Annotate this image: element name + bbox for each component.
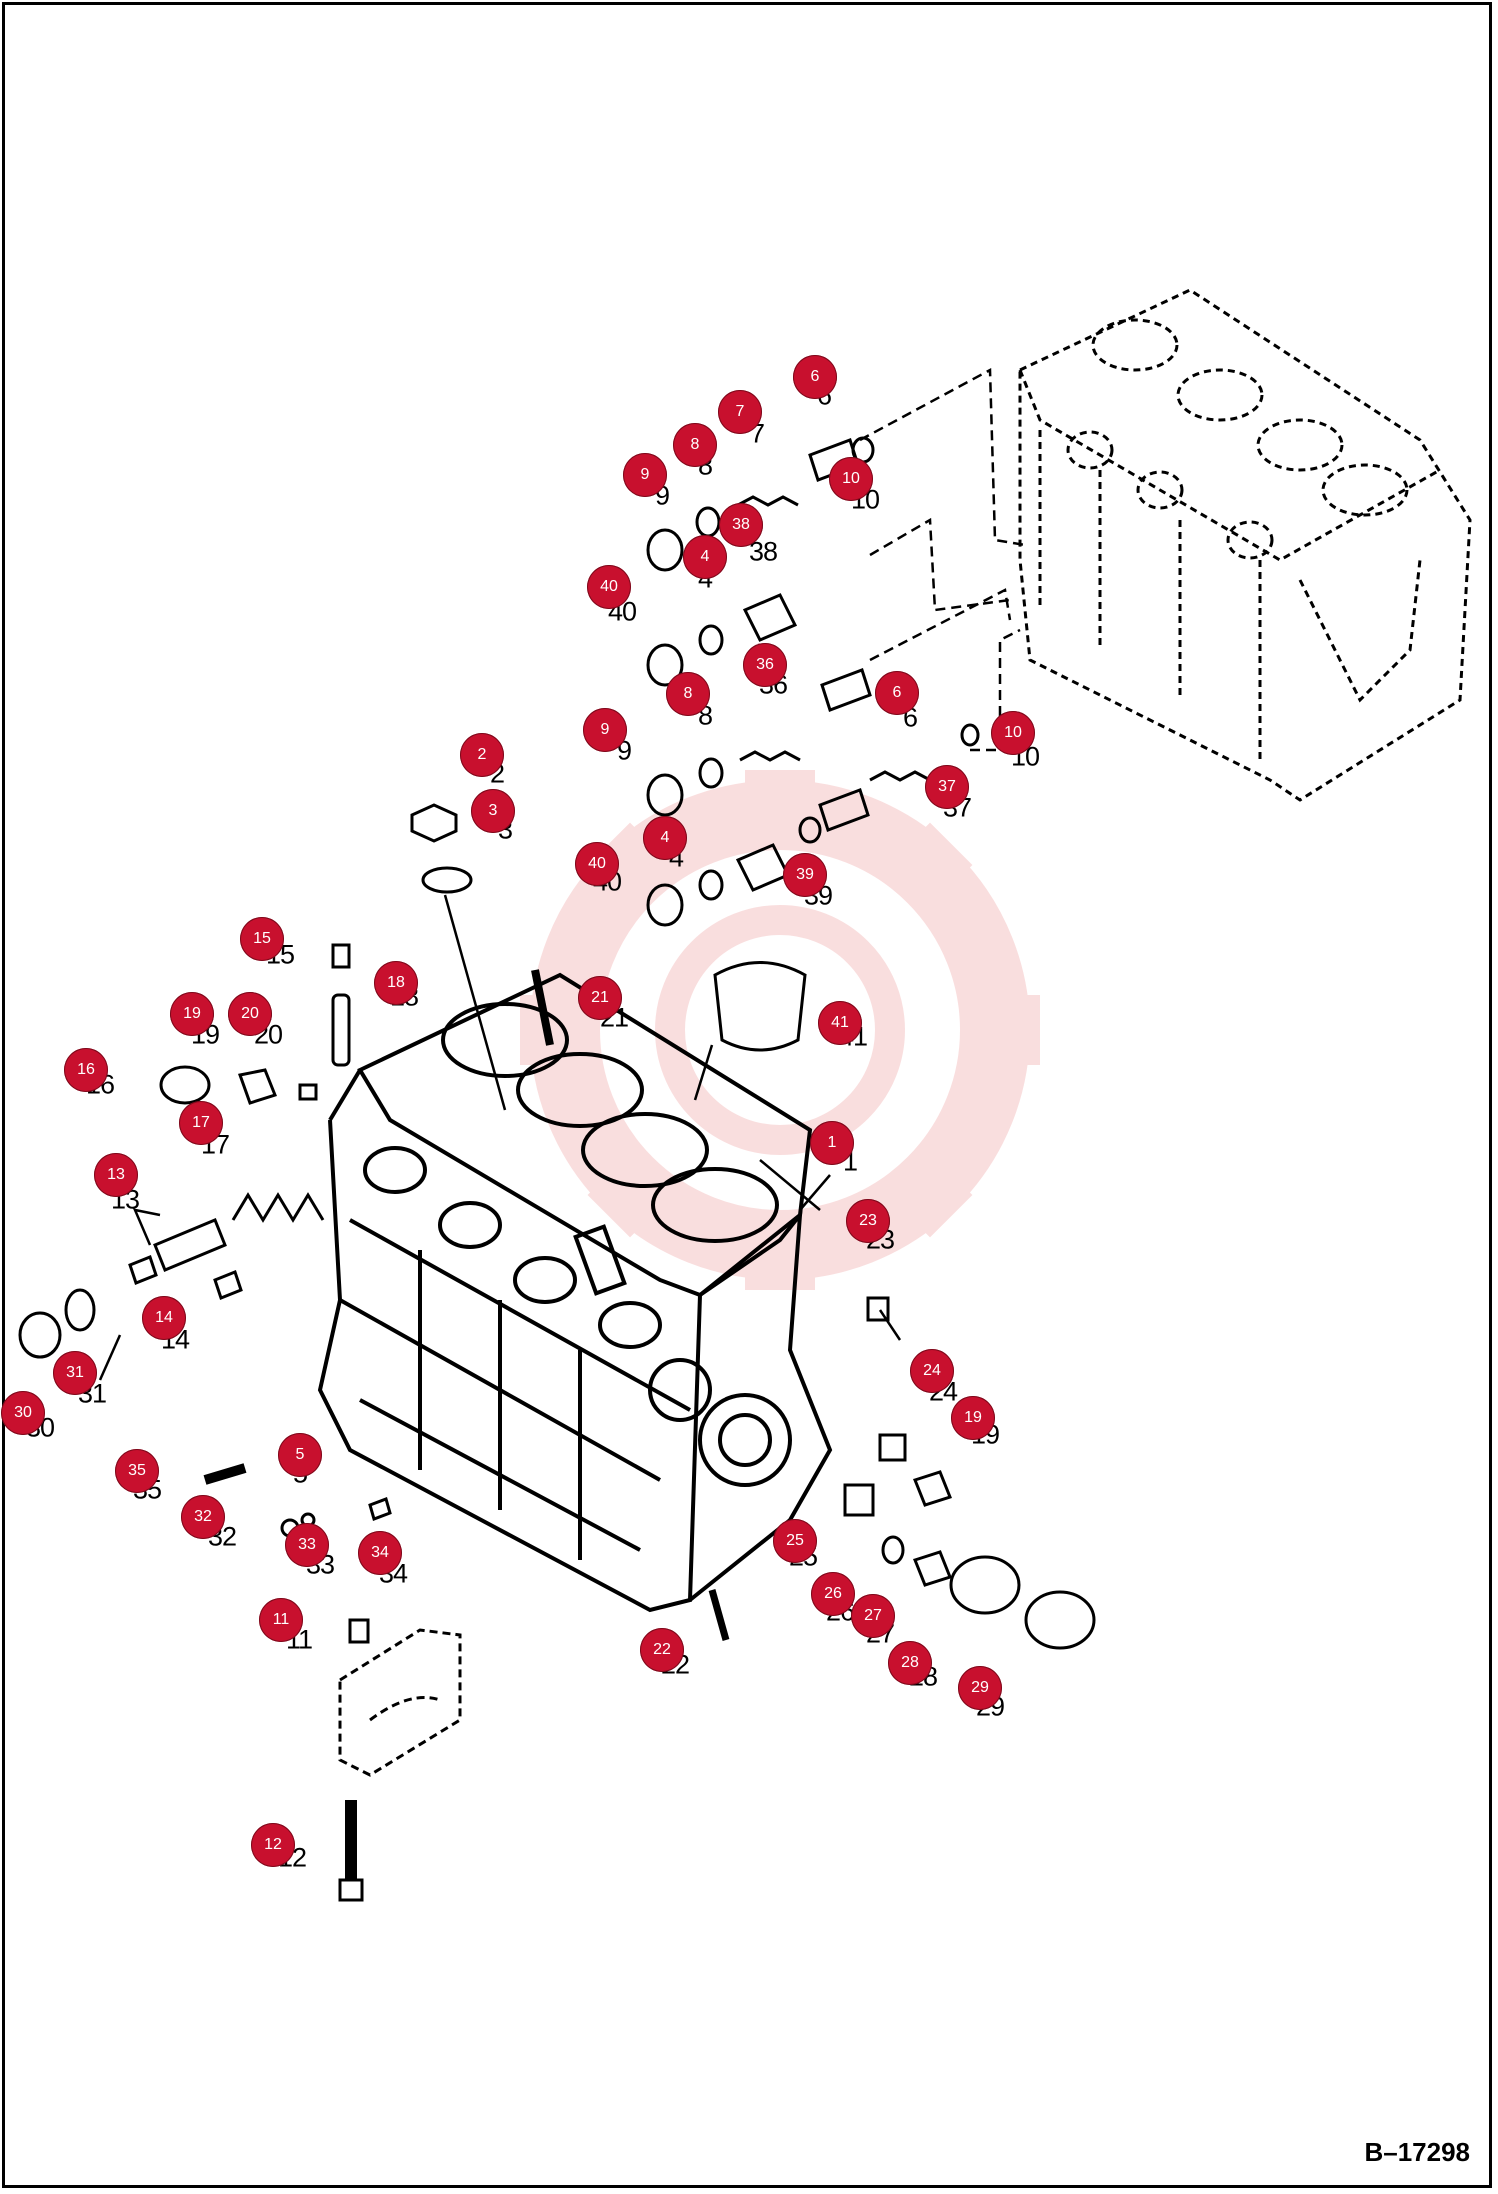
reference-engine-block [1018, 288, 1472, 802]
callout-badge-31[interactable]: 31 [53, 1351, 97, 1395]
callout-badge-16[interactable]: 16 [64, 1048, 108, 1092]
callout-badge-9b[interactable]: 9 [583, 708, 627, 752]
main-bearing-cap [338, 1628, 462, 1777]
small-parts [18, 436, 1096, 1902]
callout-badge-32[interactable]: 32 [181, 1495, 225, 1539]
leader-lines [98, 894, 902, 1381]
callout-badge-23[interactable]: 23 [846, 1199, 890, 1243]
drawing-id: B–17298 [1364, 2137, 1470, 2167]
callout-badge-34[interactable]: 34 [358, 1531, 402, 1575]
callout-badge-40b[interactable]: 40 [575, 842, 619, 886]
callout-badge-19b[interactable]: 19 [951, 1396, 995, 1440]
callout-badge-8b[interactable]: 8 [666, 672, 710, 716]
callout-badge-10b[interactable]: 10 [991, 711, 1035, 755]
callout-badge-14[interactable]: 14 [142, 1296, 186, 1340]
callout-badge-39[interactable]: 39 [783, 853, 827, 897]
main-engine-block [317, 972, 833, 1613]
callout-badge-38[interactable]: 38 [719, 503, 763, 547]
callout-badge-27[interactable]: 27 [851, 1594, 895, 1638]
reference-leader-lines [859, 367, 1026, 752]
callout-badge-5[interactable]: 5 [278, 1433, 322, 1477]
callout-badge-3[interactable]: 3 [471, 789, 515, 833]
callout-badge-19a[interactable]: 19 [170, 992, 214, 1036]
callout-badge-6a[interactable]: 6 [793, 355, 837, 399]
callout-badge-13[interactable]: 13 [94, 1153, 138, 1197]
callout-badge-2[interactable]: 2 [460, 733, 504, 777]
callout-badge-12[interactable]: 12 [251, 1823, 295, 1867]
callout-badge-6b[interactable]: 6 [875, 671, 919, 715]
callout-badge-9a[interactable]: 9 [623, 453, 667, 497]
callout-badge-29[interactable]: 29 [958, 1666, 1002, 1710]
callout-badge-22[interactable]: 22 [640, 1628, 684, 1672]
callout-badge-8a[interactable]: 8 [673, 423, 717, 467]
callout-badge-20[interactable]: 20 [228, 992, 272, 1036]
callout-badge-15[interactable]: 15 [240, 917, 284, 961]
callout-badge-40a[interactable]: 40 [587, 565, 631, 609]
callout-badge-7[interactable]: 7 [718, 390, 762, 434]
callout-badge-30[interactable]: 30 [1, 1391, 45, 1435]
callout-badge-24[interactable]: 24 [910, 1349, 954, 1393]
callout-badge-35[interactable]: 35 [115, 1449, 159, 1493]
callout-badge-21[interactable]: 21 [578, 976, 622, 1020]
callout-badge-1[interactable]: 1 [810, 1121, 854, 1165]
callout-badge-10a[interactable]: 10 [829, 457, 873, 501]
callout-badge-41[interactable]: 41 [818, 1001, 862, 1045]
callout-badge-4a[interactable]: 4 [683, 535, 727, 579]
callout-badge-17[interactable]: 17 [179, 1101, 223, 1145]
callout-badge-36[interactable]: 36 [743, 643, 787, 687]
callout-badge-4b[interactable]: 4 [643, 816, 687, 860]
callout-badge-26[interactable]: 26 [811, 1572, 855, 1616]
callout-badge-25[interactable]: 25 [773, 1519, 817, 1563]
callout-badge-33[interactable]: 33 [285, 1523, 329, 1567]
callout-badge-18[interactable]: 18 [374, 961, 418, 1005]
callout-badge-37[interactable]: 37 [925, 765, 969, 809]
callout-badge-28[interactable]: 28 [888, 1641, 932, 1685]
callout-badge-11[interactable]: 11 [259, 1598, 303, 1642]
